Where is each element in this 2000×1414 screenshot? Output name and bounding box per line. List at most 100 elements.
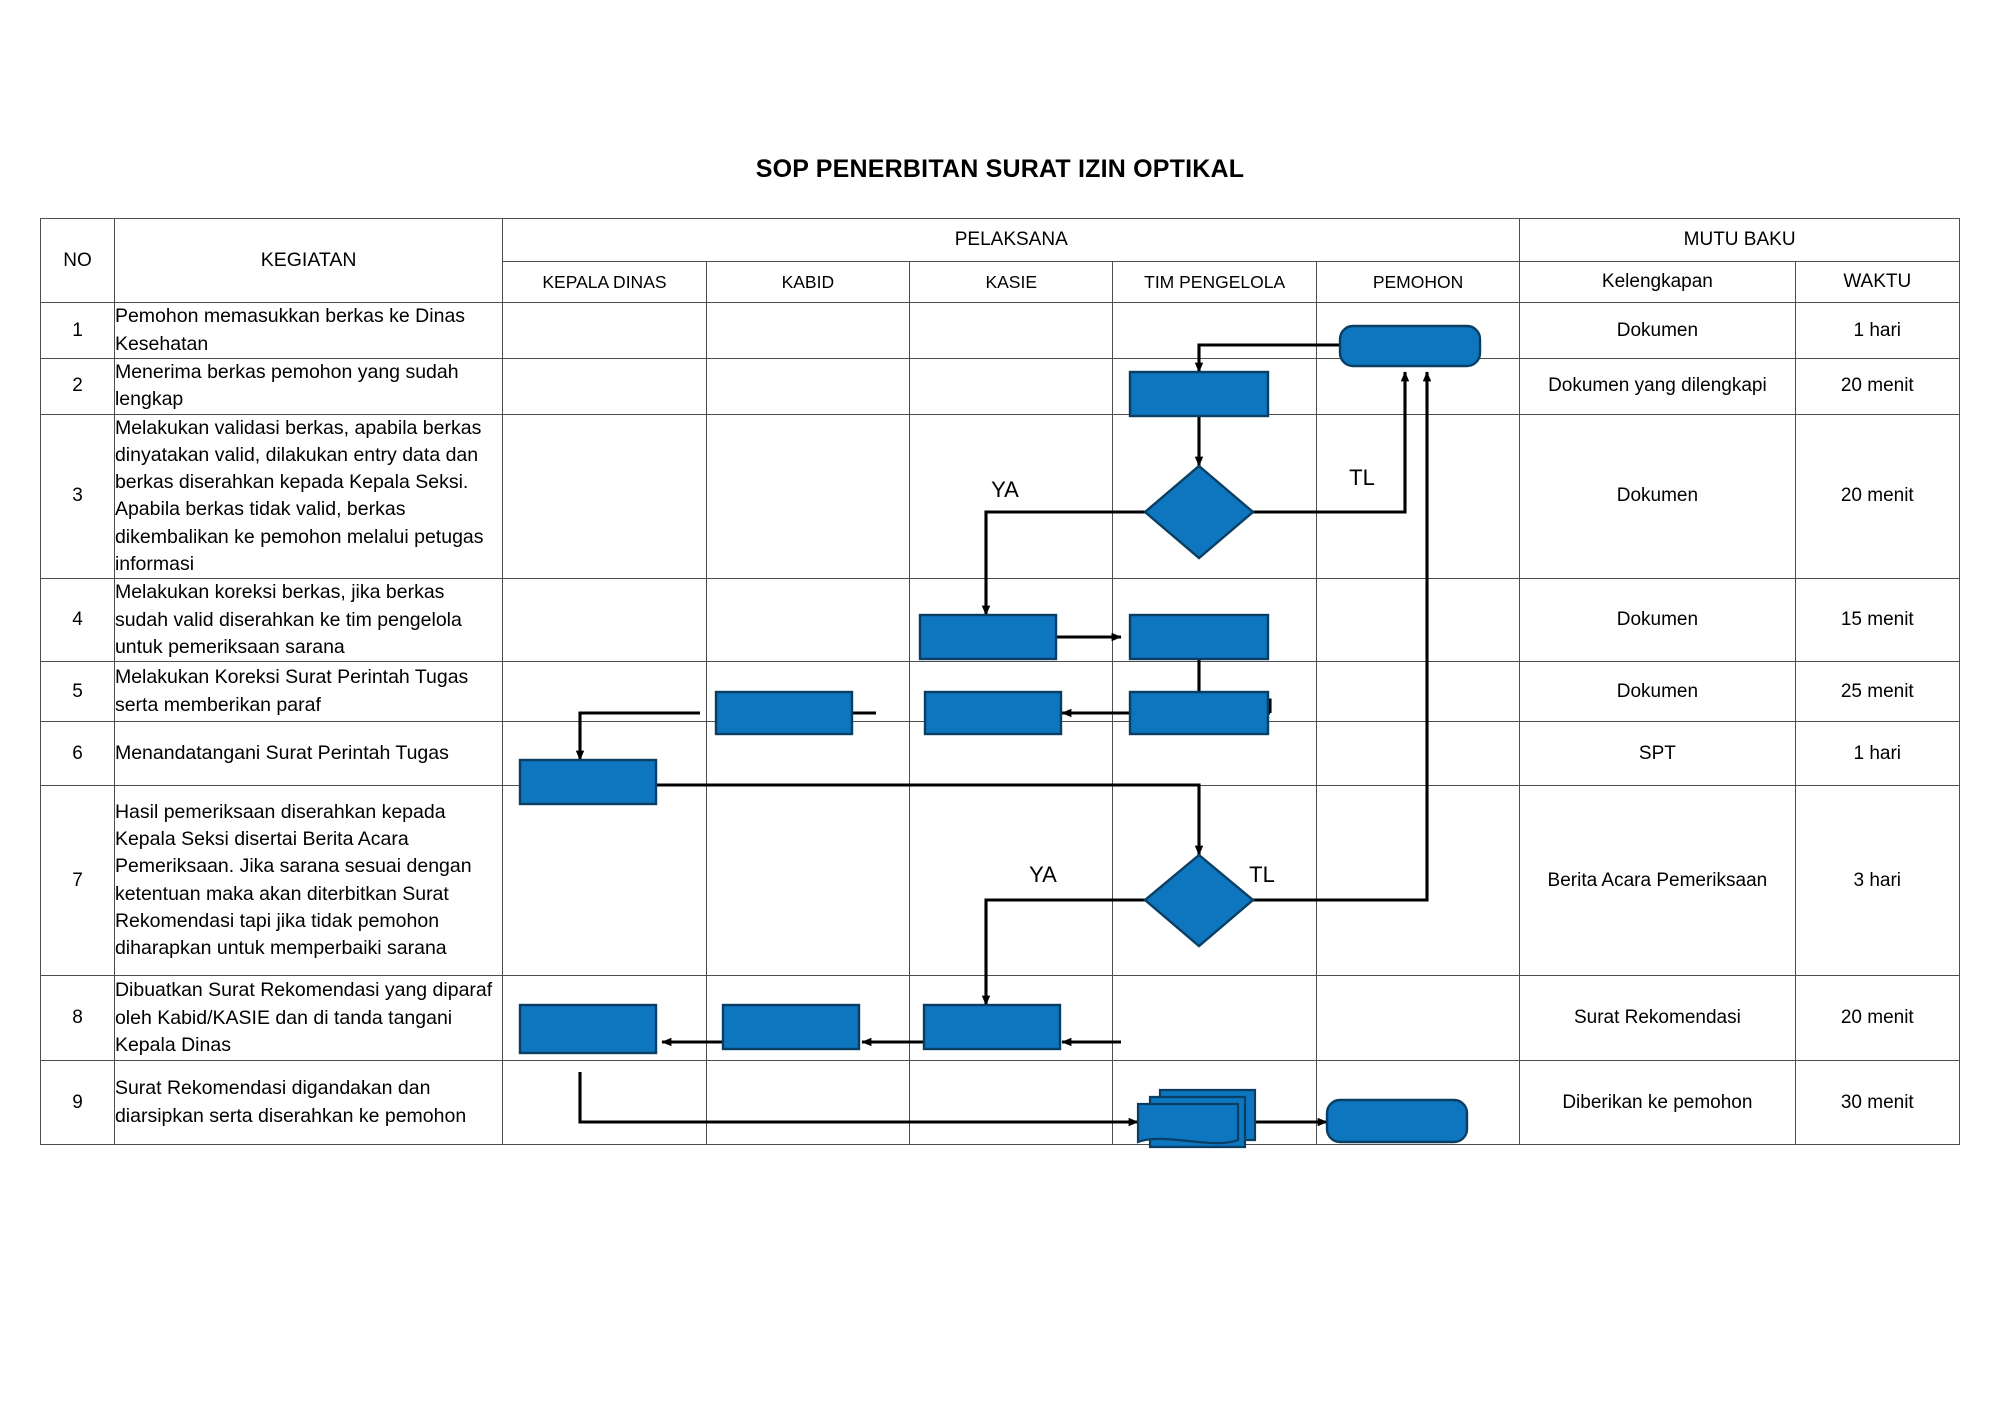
row-kelengkapan: Surat Rekomendasi — [1519, 975, 1796, 1062]
row-kegiatan: Hasil pemeriksaan diserahkan kepada Kepa… — [113, 785, 504, 977]
lane-cell-kasie — [909, 413, 1114, 580]
lane-cell-kabid — [705, 413, 911, 580]
lane-cell-kabid — [705, 661, 911, 723]
lane-cell-kasie — [909, 358, 1114, 415]
row-no: 3 — [40, 413, 115, 580]
lane-cell-kepala-dinas — [502, 785, 707, 977]
lane-cell-kabid — [705, 578, 911, 663]
row-kelengkapan: Berita Acara Pemeriksaan — [1519, 785, 1796, 977]
lane-cell-kasie — [909, 661, 1114, 723]
lane-cell-kepala-dinas — [502, 1060, 707, 1146]
table-row: 5 Melakukan Koreksi Surat Perintah Tugas… — [40, 661, 1961, 723]
row-kegiatan: Melakukan koreksi berkas, jika berkas su… — [113, 578, 504, 663]
lane-cell-pemohon — [1315, 661, 1521, 723]
lane-cell-kepala-dinas — [502, 302, 707, 359]
table-row: 7 Hasil pemeriksaan diserahkan kepada Ke… — [40, 785, 1961, 977]
lane-cell-kepala-dinas — [502, 661, 707, 723]
lane-cell-kepala-dinas — [502, 578, 707, 663]
row-kelengkapan: Dokumen — [1519, 661, 1796, 723]
header-kegiatan: KEGIATAN — [113, 218, 504, 303]
lane-cell-tim-pengelola — [1112, 302, 1317, 359]
lane-cell-tim-pengelola — [1112, 1060, 1317, 1146]
table-row: 1 Pemohon memasukkan berkas ke Dinas Kes… — [40, 302, 1961, 359]
header-kelengkapan: Kelengkapan — [1519, 261, 1796, 303]
lane-cell-pemohon — [1315, 413, 1521, 580]
row-waktu: 20 menit — [1794, 358, 1961, 415]
lane-cell-kasie — [909, 721, 1114, 787]
lane-cell-tim-pengelola — [1112, 975, 1317, 1062]
lane-cell-kasie — [909, 785, 1114, 977]
row-waktu: 3 hari — [1794, 785, 1961, 977]
lane-cell-kabid — [705, 785, 911, 977]
lane-cell-tim-pengelola — [1112, 578, 1317, 663]
table-header-row-1: NO KEGIATAN PELAKSANA MUTU BAKU — [40, 218, 1960, 303]
row-kegiatan: Melakukan validasi berkas, apabila berka… — [113, 413, 504, 580]
lane-cell-pemohon — [1315, 975, 1521, 1062]
header-lane-kepala-dinas: KEPALA DINAS — [502, 261, 707, 303]
lane-cell-kasie — [909, 578, 1114, 663]
row-waktu: 25 menit — [1794, 661, 1961, 723]
lane-cell-tim-pengelola — [1112, 413, 1317, 580]
row-no: 1 — [40, 302, 115, 359]
lane-cell-kabid — [705, 1060, 911, 1146]
lane-cell-kabid — [705, 975, 911, 1062]
lane-cell-pemohon — [1315, 1060, 1521, 1146]
lane-cell-pemohon — [1315, 358, 1521, 415]
header-mutu-baku: MUTU BAKU — [1519, 218, 1960, 262]
row-no: 8 — [40, 975, 115, 1062]
header-lane-pemohon: PEMOHON — [1315, 261, 1521, 303]
row-kegiatan: Pemohon memasukkan berkas ke Dinas Keseh… — [113, 302, 504, 359]
row-kegiatan: Surat Rekomendasi digandakan dan diarsip… — [113, 1060, 504, 1146]
row-kegiatan: Dibuatkan Surat Rekomendasi yang diparaf… — [113, 975, 504, 1062]
row-no: 2 — [40, 358, 115, 415]
table-row: 3 Melakukan validasi berkas, apabila ber… — [40, 413, 1961, 580]
table-row: 9 Surat Rekomendasi digandakan dan diars… — [40, 1060, 1961, 1146]
lane-cell-kabid — [705, 721, 911, 787]
header-lane-kasie: KASIE — [909, 261, 1114, 303]
row-kelengkapan: Diberikan ke pemohon — [1519, 1060, 1796, 1146]
row-no: 4 — [40, 578, 115, 663]
table-row: 2 Menerima berkas pemohon yang sudah len… — [40, 358, 1961, 415]
lane-cell-kepala-dinas — [502, 358, 707, 415]
lane-cell-pemohon — [1315, 721, 1521, 787]
row-waktu: 20 menit — [1794, 975, 1961, 1062]
row-no: 9 — [40, 1060, 115, 1146]
header-pelaksana: PELAKSANA — [502, 218, 1521, 262]
lane-cell-tim-pengelola — [1112, 661, 1317, 723]
header-waktu: WAKTU — [1794, 261, 1961, 303]
lane-cell-tim-pengelola — [1112, 785, 1317, 977]
row-kegiatan: Melakukan Koreksi Surat Perintah Tugas s… — [113, 661, 504, 723]
page-title: SOP PENERBITAN SURAT IZIN OPTIKAL — [755, 155, 1245, 183]
lane-cell-kabid — [705, 302, 911, 359]
sop-table-wrapper: NO KEGIATAN PELAKSANA MUTU BAKU KEPALA D… — [40, 218, 1961, 1146]
lane-cell-pemohon — [1315, 578, 1521, 663]
header-lane-tim-pengelola: TIM PENGELOLA — [1112, 261, 1317, 303]
lane-cell-kasie — [909, 975, 1114, 1062]
lane-cell-pemohon — [1315, 302, 1521, 359]
row-waktu: 20 menit — [1794, 413, 1961, 580]
lane-cell-kasie — [909, 1060, 1114, 1146]
lane-cell-tim-pengelola — [1112, 721, 1317, 787]
table-row: 8 Dibuatkan Surat Rekomendasi yang dipar… — [40, 975, 1961, 1062]
table-header-row-2: KEPALA DINAS KABID KASIE TIM PENGELOLA P… — [41, 261, 1961, 303]
lane-cell-kepala-dinas — [502, 721, 707, 787]
header-lane-kabid: KABID — [705, 261, 911, 303]
row-kegiatan: Menandatangani Surat Perintah Tugas — [113, 721, 504, 787]
row-kelengkapan: Dokumen yang dilengkapi — [1519, 358, 1796, 415]
lane-cell-kabid — [705, 358, 911, 415]
row-waktu: 1 hari — [1794, 302, 1961, 359]
lane-cell-pemohon — [1315, 785, 1521, 977]
row-no: 6 — [40, 721, 115, 787]
row-no: 7 — [40, 785, 115, 977]
row-waktu: 30 menit — [1794, 1060, 1961, 1146]
header-no: NO — [40, 218, 115, 303]
row-no: 5 — [40, 661, 115, 723]
row-kelengkapan: Dokumen — [1519, 302, 1796, 359]
row-kelengkapan: Dokumen — [1519, 578, 1796, 663]
row-waktu: 15 menit — [1794, 578, 1961, 663]
table-row: 6 Menandatangani Surat Perintah Tugas SP… — [40, 721, 1961, 787]
row-waktu: 1 hari — [1794, 721, 1961, 787]
lane-cell-kasie — [909, 302, 1114, 359]
row-kegiatan: Menerima berkas pemohon yang sudah lengk… — [113, 358, 504, 415]
